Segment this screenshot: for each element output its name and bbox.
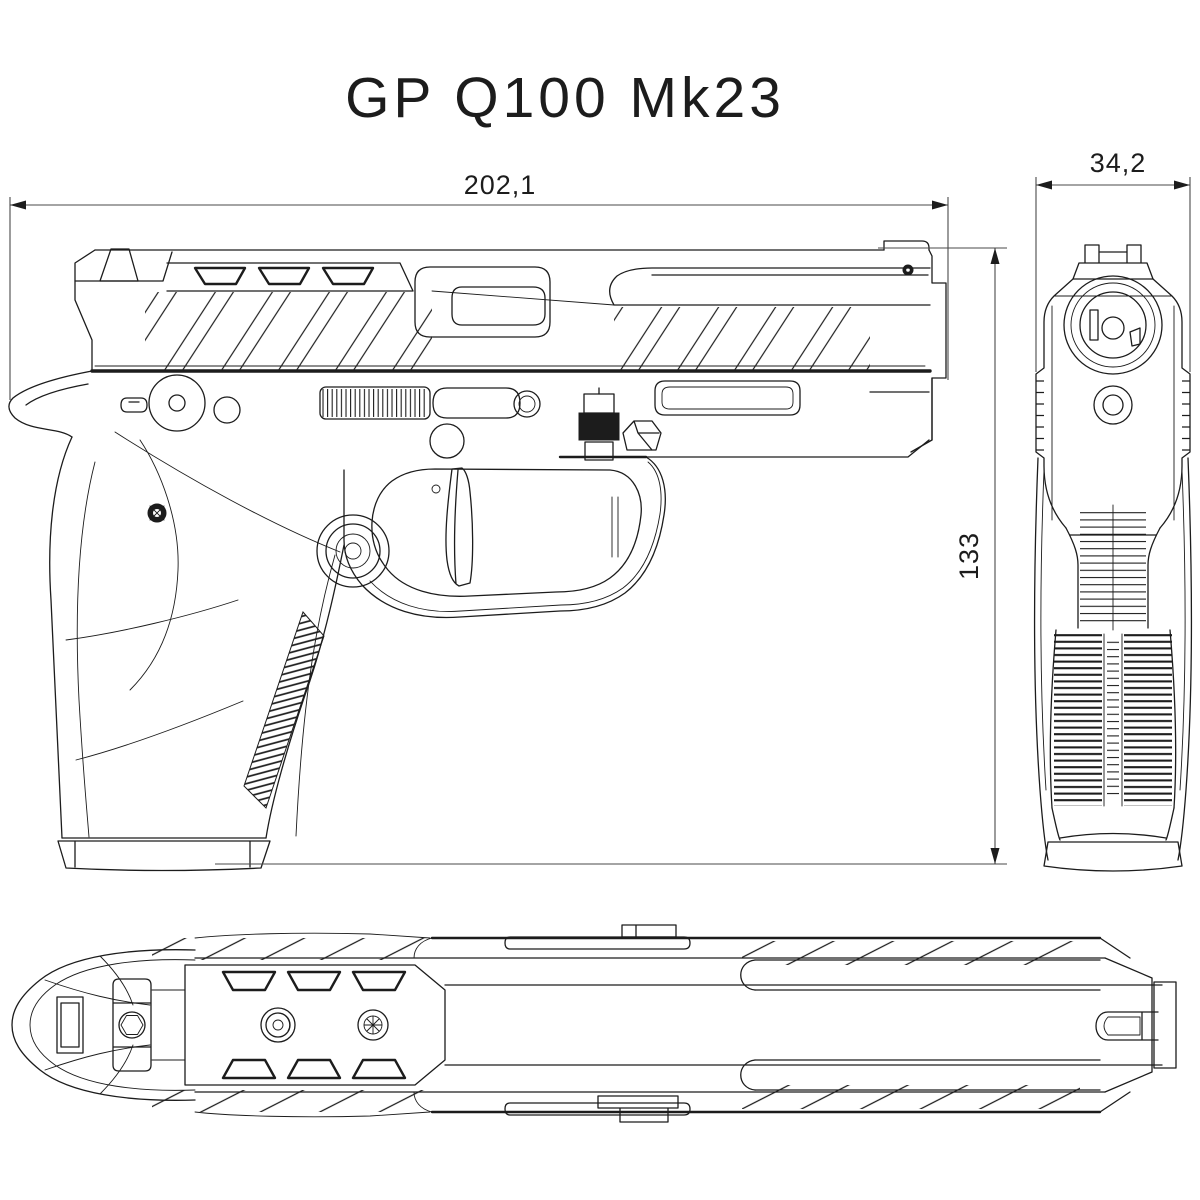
slide-stop-lever	[432, 387, 521, 419]
arrowhead	[1036, 180, 1052, 190]
arrowhead	[10, 200, 26, 210]
frame-pin	[213, 396, 241, 424]
muzzle-plate	[1153, 981, 1177, 1069]
plate-slot	[221, 970, 277, 992]
grip-ribs-left	[1054, 634, 1102, 806]
frame-slot	[654, 380, 801, 416]
frame-facet	[622, 420, 662, 451]
dimension-width-value: 34,2	[1090, 148, 1147, 178]
dimension-height-value: 133	[954, 532, 984, 580]
top-view-muzzle	[1095, 937, 1177, 1113]
dimension-length: 202,1	[9, 170, 949, 400]
rear-serrations	[145, 292, 432, 370]
rear-blob-outline	[11, 949, 196, 1101]
slide-vent	[193, 266, 247, 286]
guide-rod	[1093, 385, 1133, 425]
top-view-slide	[152, 924, 1163, 1123]
front-mag-base	[1043, 807, 1183, 872]
plate-slot	[351, 970, 407, 992]
dimension-width: 34,2	[1035, 148, 1191, 372]
plate-slot	[221, 1058, 277, 1080]
arrowhead	[990, 848, 1000, 864]
trigger	[445, 467, 474, 587]
side-view-frame	[120, 374, 933, 523]
arrowhead	[932, 200, 948, 210]
grip-ribs-right	[1124, 634, 1172, 806]
plate-slot	[286, 1058, 342, 1080]
arrowhead	[1174, 180, 1190, 190]
trigger-guard-outer	[343, 456, 666, 619]
ejection-port	[414, 266, 551, 338]
top-view	[11, 924, 1177, 1123]
frame-slot-small	[120, 397, 148, 413]
front-view-slide	[1035, 244, 1191, 529]
takedown-lever	[319, 386, 431, 420]
top-view-rear	[11, 949, 196, 1101]
safety-lever	[578, 387, 620, 461]
side-view	[8, 240, 947, 872]
safety-tab-bottom	[597, 1095, 679, 1123]
rear-sight-top	[112, 978, 152, 1072]
plate-slot	[351, 1058, 407, 1080]
drawing-title: GP Q100 Mk23	[345, 66, 785, 130]
slide-vent	[257, 266, 311, 286]
sight-screw	[118, 1011, 146, 1039]
backstrap	[49, 436, 73, 839]
slide-outline	[74, 249, 96, 372]
frontstrap	[265, 544, 345, 839]
hood-plate	[504, 936, 691, 950]
front-sight-front	[1072, 244, 1154, 280]
front-view-frame-grip	[1033, 457, 1193, 872]
front-sight-tab	[1095, 1011, 1159, 1041]
optic-plate	[184, 964, 446, 1086]
wing-ribs-right	[1182, 377, 1190, 451]
rear-sight-blade	[99, 248, 139, 282]
front-view	[1033, 244, 1193, 872]
front-sight-side	[883, 240, 930, 251]
magazine-base	[57, 840, 271, 872]
muzzle-outline	[910, 249, 947, 453]
side-view-slide	[74, 240, 947, 453]
plate-screw-rear	[357, 1009, 389, 1041]
plate-screw-front	[260, 1007, 296, 1043]
arrowhead	[990, 248, 1000, 264]
beavertail	[8, 370, 93, 438]
top-rear-serrations	[152, 1090, 430, 1112]
grip-outline	[1033, 457, 1193, 861]
top-front-serrations	[742, 941, 1080, 965]
top-rear-serrations	[152, 938, 430, 960]
trigger-pin	[429, 423, 465, 459]
safety-tab-top	[621, 924, 677, 938]
barrel-top	[609, 267, 931, 306]
dimension-length-value: 202,1	[464, 170, 537, 200]
trigger-guard-inner	[371, 468, 642, 597]
slide-stop-pin	[513, 390, 541, 418]
side-view-grip	[8, 370, 390, 872]
slide-vent	[321, 266, 375, 286]
side-view-trigger-group	[343, 456, 666, 619]
muzzle-taper	[1099, 937, 1153, 1113]
dimension-height: 133	[215, 247, 1007, 865]
top-front-serrations	[742, 1085, 1080, 1109]
frontstrap-serrations	[243, 611, 325, 809]
takedown-pin	[316, 514, 390, 588]
plate-slot	[286, 970, 342, 992]
wing-ribs-left	[1036, 377, 1044, 451]
rear-notch	[56, 996, 84, 1054]
guard-front-ribs	[611, 496, 619, 558]
front-serrations	[614, 307, 870, 370]
striker-pin-circle	[148, 374, 206, 432]
compensator-bore	[1063, 275, 1163, 375]
